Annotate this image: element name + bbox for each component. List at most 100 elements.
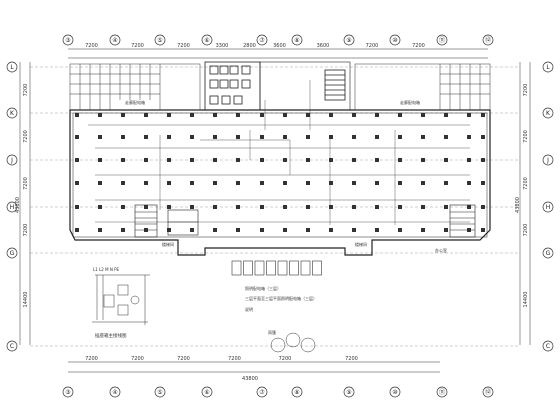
column <box>481 181 485 185</box>
corridor-label-left: 走廊配电箱 <box>125 99 145 105</box>
entrance-box <box>243 260 253 276</box>
left-axis-bubble: L <box>6 61 18 73</box>
column <box>144 158 148 162</box>
svg-text:⑨: ⑨ <box>346 37 351 44</box>
column <box>213 205 217 209</box>
stair-label-left: 楼梯间 <box>162 241 174 247</box>
bottom-dimension-label: 7200 <box>279 356 292 362</box>
top-axis-bubble: ⑤ <box>154 34 166 46</box>
column <box>75 228 79 232</box>
right-dimension-label-total: 43800 <box>515 197 521 213</box>
structural-columns <box>75 113 485 232</box>
svg-text:J: J <box>546 157 549 164</box>
core-block <box>204 61 351 111</box>
left-wing-grid <box>69 63 201 111</box>
entrance-box <box>277 260 288 276</box>
column <box>98 113 102 117</box>
bottom-axis-bubble: ⑤ <box>154 386 166 398</box>
right-dimension-label: 7200 <box>523 84 529 97</box>
column <box>75 205 79 209</box>
top-dimension-label: 3300 <box>216 43 229 49</box>
column <box>144 113 148 117</box>
bottom-axis-bubble: ③ <box>62 386 74 398</box>
column <box>260 158 264 162</box>
column <box>98 158 102 162</box>
svg-text:C: C <box>546 343 550 350</box>
bottom-axis-bubble: ④ <box>109 386 121 398</box>
column <box>306 135 310 139</box>
svg-text:⑩: ⑩ <box>392 37 397 44</box>
column <box>375 228 379 232</box>
left-axis-bubble: H <box>6 201 18 213</box>
building-outline <box>69 109 491 256</box>
svg-text:⑧: ⑧ <box>294 389 299 396</box>
column <box>444 181 448 185</box>
column <box>190 228 194 232</box>
column <box>375 181 379 185</box>
column <box>167 135 171 139</box>
svg-text:⑦: ⑦ <box>259 389 265 396</box>
column <box>306 228 310 232</box>
bottom-dimension-line <box>68 361 440 373</box>
column <box>190 205 194 209</box>
bottom-dimension-label: 7200 <box>177 356 190 362</box>
bottom-dimension-label: 7200 <box>85 356 98 362</box>
svg-text:⑫: ⑫ <box>485 388 491 396</box>
svg-text:⑥: ⑥ <box>204 37 209 44</box>
bottom-axis-bubble: ⑪ <box>436 386 448 398</box>
note-line-1: 照明配电箱（三层） <box>245 285 281 291</box>
svg-text:③: ③ <box>65 37 70 44</box>
column <box>236 158 240 162</box>
svg-text:④: ④ <box>112 37 117 44</box>
column <box>213 228 217 232</box>
column <box>352 228 356 232</box>
svg-text:L: L <box>546 64 550 71</box>
column <box>481 205 485 209</box>
column <box>352 158 356 162</box>
column <box>421 158 425 162</box>
svg-text:K: K <box>10 110 15 117</box>
top-axis-bubble: ⑦ <box>256 34 268 46</box>
left-axis-bubble: K <box>6 107 18 119</box>
svg-text:G: G <box>546 250 551 257</box>
column <box>213 113 217 117</box>
room-label-right: 办公室 <box>435 247 447 253</box>
bottom-axis-bubble: ⑧ <box>291 386 303 398</box>
column <box>398 135 402 139</box>
column <box>260 135 264 139</box>
column <box>167 181 171 185</box>
column <box>236 181 240 185</box>
column <box>260 181 264 185</box>
column <box>421 228 425 232</box>
left-axis-bubble: J <box>6 154 18 166</box>
svg-text:⑫: ⑫ <box>485 36 491 44</box>
svg-text:③: ③ <box>65 389 70 396</box>
entrance-box <box>300 260 311 276</box>
column <box>375 158 379 162</box>
stair-label-right: 楼梯间 <box>355 241 367 247</box>
left-axis-bubble: G <box>6 247 18 259</box>
bottom-axis-bubble: ⑦ <box>256 386 268 398</box>
column <box>283 158 287 162</box>
top-axis-bubble: ⑨ <box>343 34 355 46</box>
top-dimension-label: 3600 <box>273 43 286 49</box>
svg-text:L: L <box>10 64 14 71</box>
entrance-label: 雨篷 <box>268 329 276 335</box>
column <box>352 135 356 139</box>
column <box>75 158 79 162</box>
right-axis-bubble: J <box>542 154 554 166</box>
column <box>329 205 333 209</box>
bottom-dimension-label: 7200 <box>131 356 144 362</box>
left-dimension-label: 7200 <box>23 224 29 237</box>
column <box>329 181 333 185</box>
column <box>444 205 448 209</box>
entrance-box <box>254 260 265 276</box>
top-dimension-label: 7200 <box>177 43 190 49</box>
column <box>260 113 264 117</box>
column <box>481 113 485 117</box>
column <box>283 135 287 139</box>
